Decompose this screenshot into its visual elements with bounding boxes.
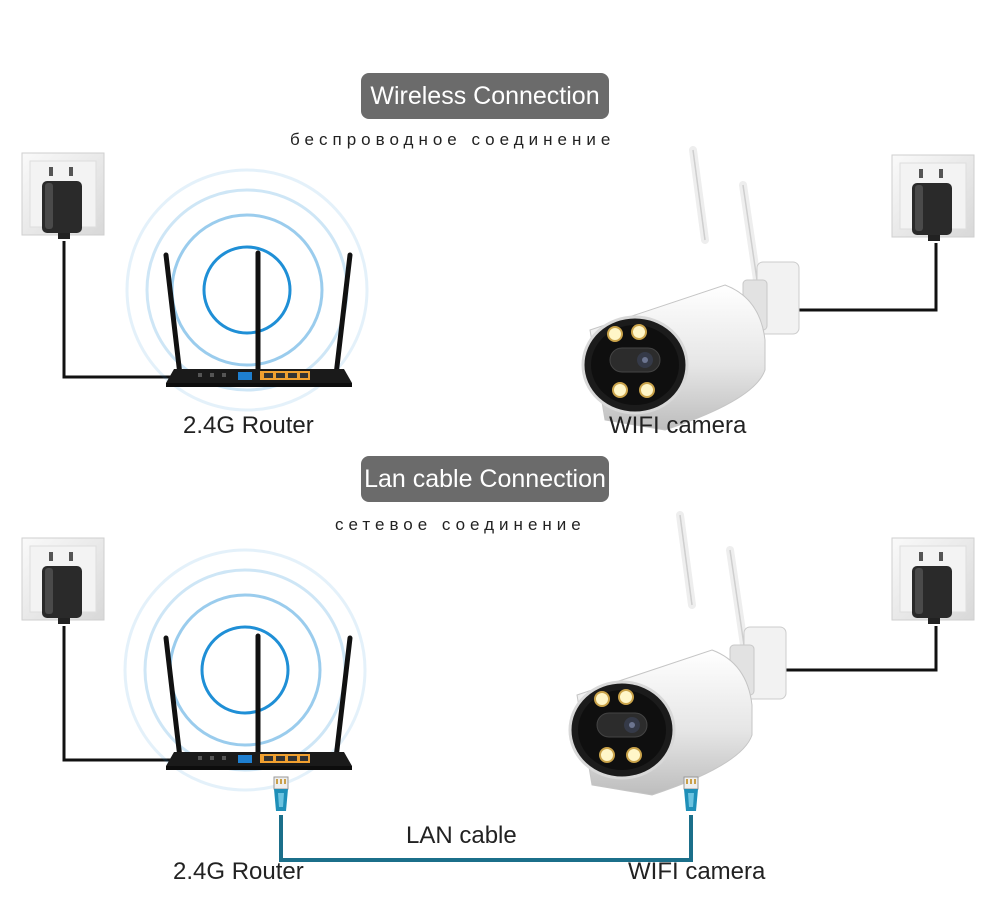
camera-power-cable [745,626,938,672]
bullet-camera-icon [583,150,799,430]
router-icon [166,636,352,770]
lan-cable-label: LAN cable [406,822,517,849]
wall-outlet-icon [21,152,105,240]
lan-title-badge: Lan cable Connection [361,456,609,502]
router-power-cable [62,626,172,762]
wall-outlet-icon [21,537,105,625]
camera-power-cable [752,243,938,312]
wireless-subtitle: беспроводное соединение [290,130,616,149]
rj45-connector-icon [273,776,289,812]
wall-outlet-icon [891,537,975,625]
router-label: 2.4G Router [173,858,304,885]
wireless-title-badge: Wireless Connection [361,73,609,119]
router-label: 2.4G Router [183,412,314,439]
router-icon [166,253,352,387]
wall-outlet-icon [891,154,975,242]
lan-cable [279,815,693,862]
lan-section [21,515,975,862]
camera-label: WIFI camera [628,858,766,885]
rj45-connector-icon [683,776,699,812]
wireless-section [21,150,975,430]
bullet-camera-icon [570,515,786,795]
lan-subtitle: сетевое соединение [335,515,586,534]
router-power-cable [62,241,172,379]
camera-label: WIFI camera [609,412,747,439]
